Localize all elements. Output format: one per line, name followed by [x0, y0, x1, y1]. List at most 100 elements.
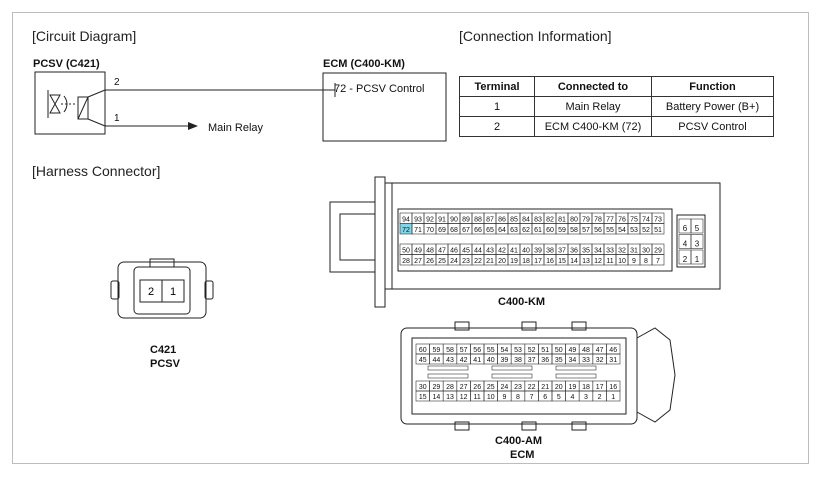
pin-number: 88	[474, 217, 482, 224]
pin-number: 86	[498, 217, 506, 224]
pin-number: 21	[541, 384, 549, 391]
pin-cell	[606, 353, 621, 365]
key-slot	[555, 365, 597, 371]
pin-number: 49	[414, 248, 422, 255]
pin-number: 27	[414, 258, 422, 265]
pin-number: 40	[487, 357, 495, 364]
pin-number: 65	[486, 227, 494, 234]
pin-number: 5	[557, 394, 561, 401]
key-slot	[491, 373, 533, 379]
pin-number: 33	[582, 357, 590, 364]
pin-number: 57	[582, 227, 590, 234]
pin-number: 46	[450, 248, 458, 255]
ecm-label: ECM (C400-KM)	[323, 58, 405, 70]
pin-cell	[690, 249, 704, 265]
pin-number: 8	[516, 394, 520, 401]
pin-number: 32	[596, 357, 604, 364]
pin-number: 19	[510, 258, 518, 265]
pin-number: 37	[558, 248, 566, 255]
pin-number: 61	[534, 227, 542, 234]
circuit-diagram-title: [Circuit Diagram]	[32, 28, 137, 44]
pin-number: 81	[558, 217, 566, 224]
pin-number: 17	[596, 384, 604, 391]
pin-number: 22	[528, 384, 536, 391]
pin-number: 38	[514, 357, 522, 364]
pin-number: 31	[609, 357, 617, 364]
pin-number: 50	[555, 347, 563, 354]
main-relay-label: Main Relay	[208, 122, 264, 134]
pin-number: 71	[414, 227, 422, 234]
pin-number: 60	[546, 227, 554, 234]
pin-number: 28	[402, 258, 410, 265]
pin-number: 10	[487, 394, 495, 401]
pin-number: 12	[594, 258, 602, 265]
pin-number: 53	[630, 227, 638, 234]
pin-number: 24	[450, 258, 458, 265]
pin-number: 45	[462, 248, 470, 255]
pin-number: 51	[541, 347, 549, 354]
pin-number: 37	[528, 357, 536, 364]
pin-number: 25	[438, 258, 446, 265]
c421-pin: 1	[170, 286, 176, 298]
pin-cell	[606, 390, 621, 402]
c400-am-name: C400-AM	[495, 435, 543, 447]
pin-number: 13	[446, 394, 454, 401]
arrow-right-icon	[188, 122, 198, 130]
pin-number: 22	[474, 258, 482, 265]
pin-number: 4	[570, 394, 574, 401]
pin-number: 85	[510, 217, 518, 224]
pin-number: 57	[460, 347, 468, 354]
pin-number: 9	[502, 394, 506, 401]
pin-number: 14	[433, 394, 441, 401]
pin-number: 24	[501, 384, 509, 391]
pin-number: 91	[438, 217, 446, 224]
pin-number: 73	[654, 217, 662, 224]
table-cell: ECM C400-KM (72)	[534, 116, 652, 137]
pin-number: 53	[514, 347, 522, 354]
pin-number: 52	[642, 227, 650, 234]
c421-desc: PCSV	[150, 358, 180, 370]
pin-number: 4	[683, 240, 688, 249]
pin-number: 39	[534, 248, 542, 255]
pin-number: 68	[450, 227, 458, 234]
pin-number: 7	[656, 258, 660, 265]
pin-number: 39	[501, 357, 509, 364]
valve-icon	[49, 94, 61, 106]
pin-number: 47	[438, 248, 446, 255]
pin-number: 44	[433, 357, 441, 364]
pin-number: 17	[534, 258, 542, 265]
pin-number: 78	[594, 217, 602, 224]
c421-name: C421	[150, 344, 177, 356]
pin-number: 31	[630, 248, 638, 255]
pin-number: 19	[569, 384, 577, 391]
pin-number: 54	[618, 227, 626, 234]
table-cell: PCSV Control	[651, 116, 774, 137]
pin-number: 66	[474, 227, 482, 234]
table-row: 1 Main Relay Battery Power (B+)	[459, 96, 774, 117]
pin-number: 34	[594, 248, 602, 255]
pin-number: 34	[569, 357, 577, 364]
pin-number: 8	[644, 258, 648, 265]
pin-number: 16	[546, 258, 554, 265]
pin-number: 36	[570, 248, 578, 255]
pin-number: 10	[618, 258, 626, 265]
c400-km-housing	[392, 182, 721, 290]
pin-number: 30	[419, 384, 427, 391]
pin-number: 56	[594, 227, 602, 234]
pin-number: 5	[695, 224, 700, 233]
table-row: 2 ECM C400-KM (72) PCSV Control	[459, 116, 774, 137]
pin-number: 36	[541, 357, 549, 364]
pin-number: 21	[486, 258, 494, 265]
pin-number: 44	[474, 248, 482, 255]
pin-number: 35	[555, 357, 563, 364]
pin-number: 43	[486, 248, 494, 255]
pin-number: 26	[473, 384, 481, 391]
pin-2-label: 2	[114, 77, 120, 88]
pin-number: 30	[642, 248, 650, 255]
pin-number: 75	[630, 217, 638, 224]
pin-number: 33	[606, 248, 614, 255]
pin-number: 32	[618, 248, 626, 255]
pin-number: 35	[582, 248, 590, 255]
pin-number: 11	[474, 394, 481, 401]
pin-number: 46	[609, 347, 617, 354]
